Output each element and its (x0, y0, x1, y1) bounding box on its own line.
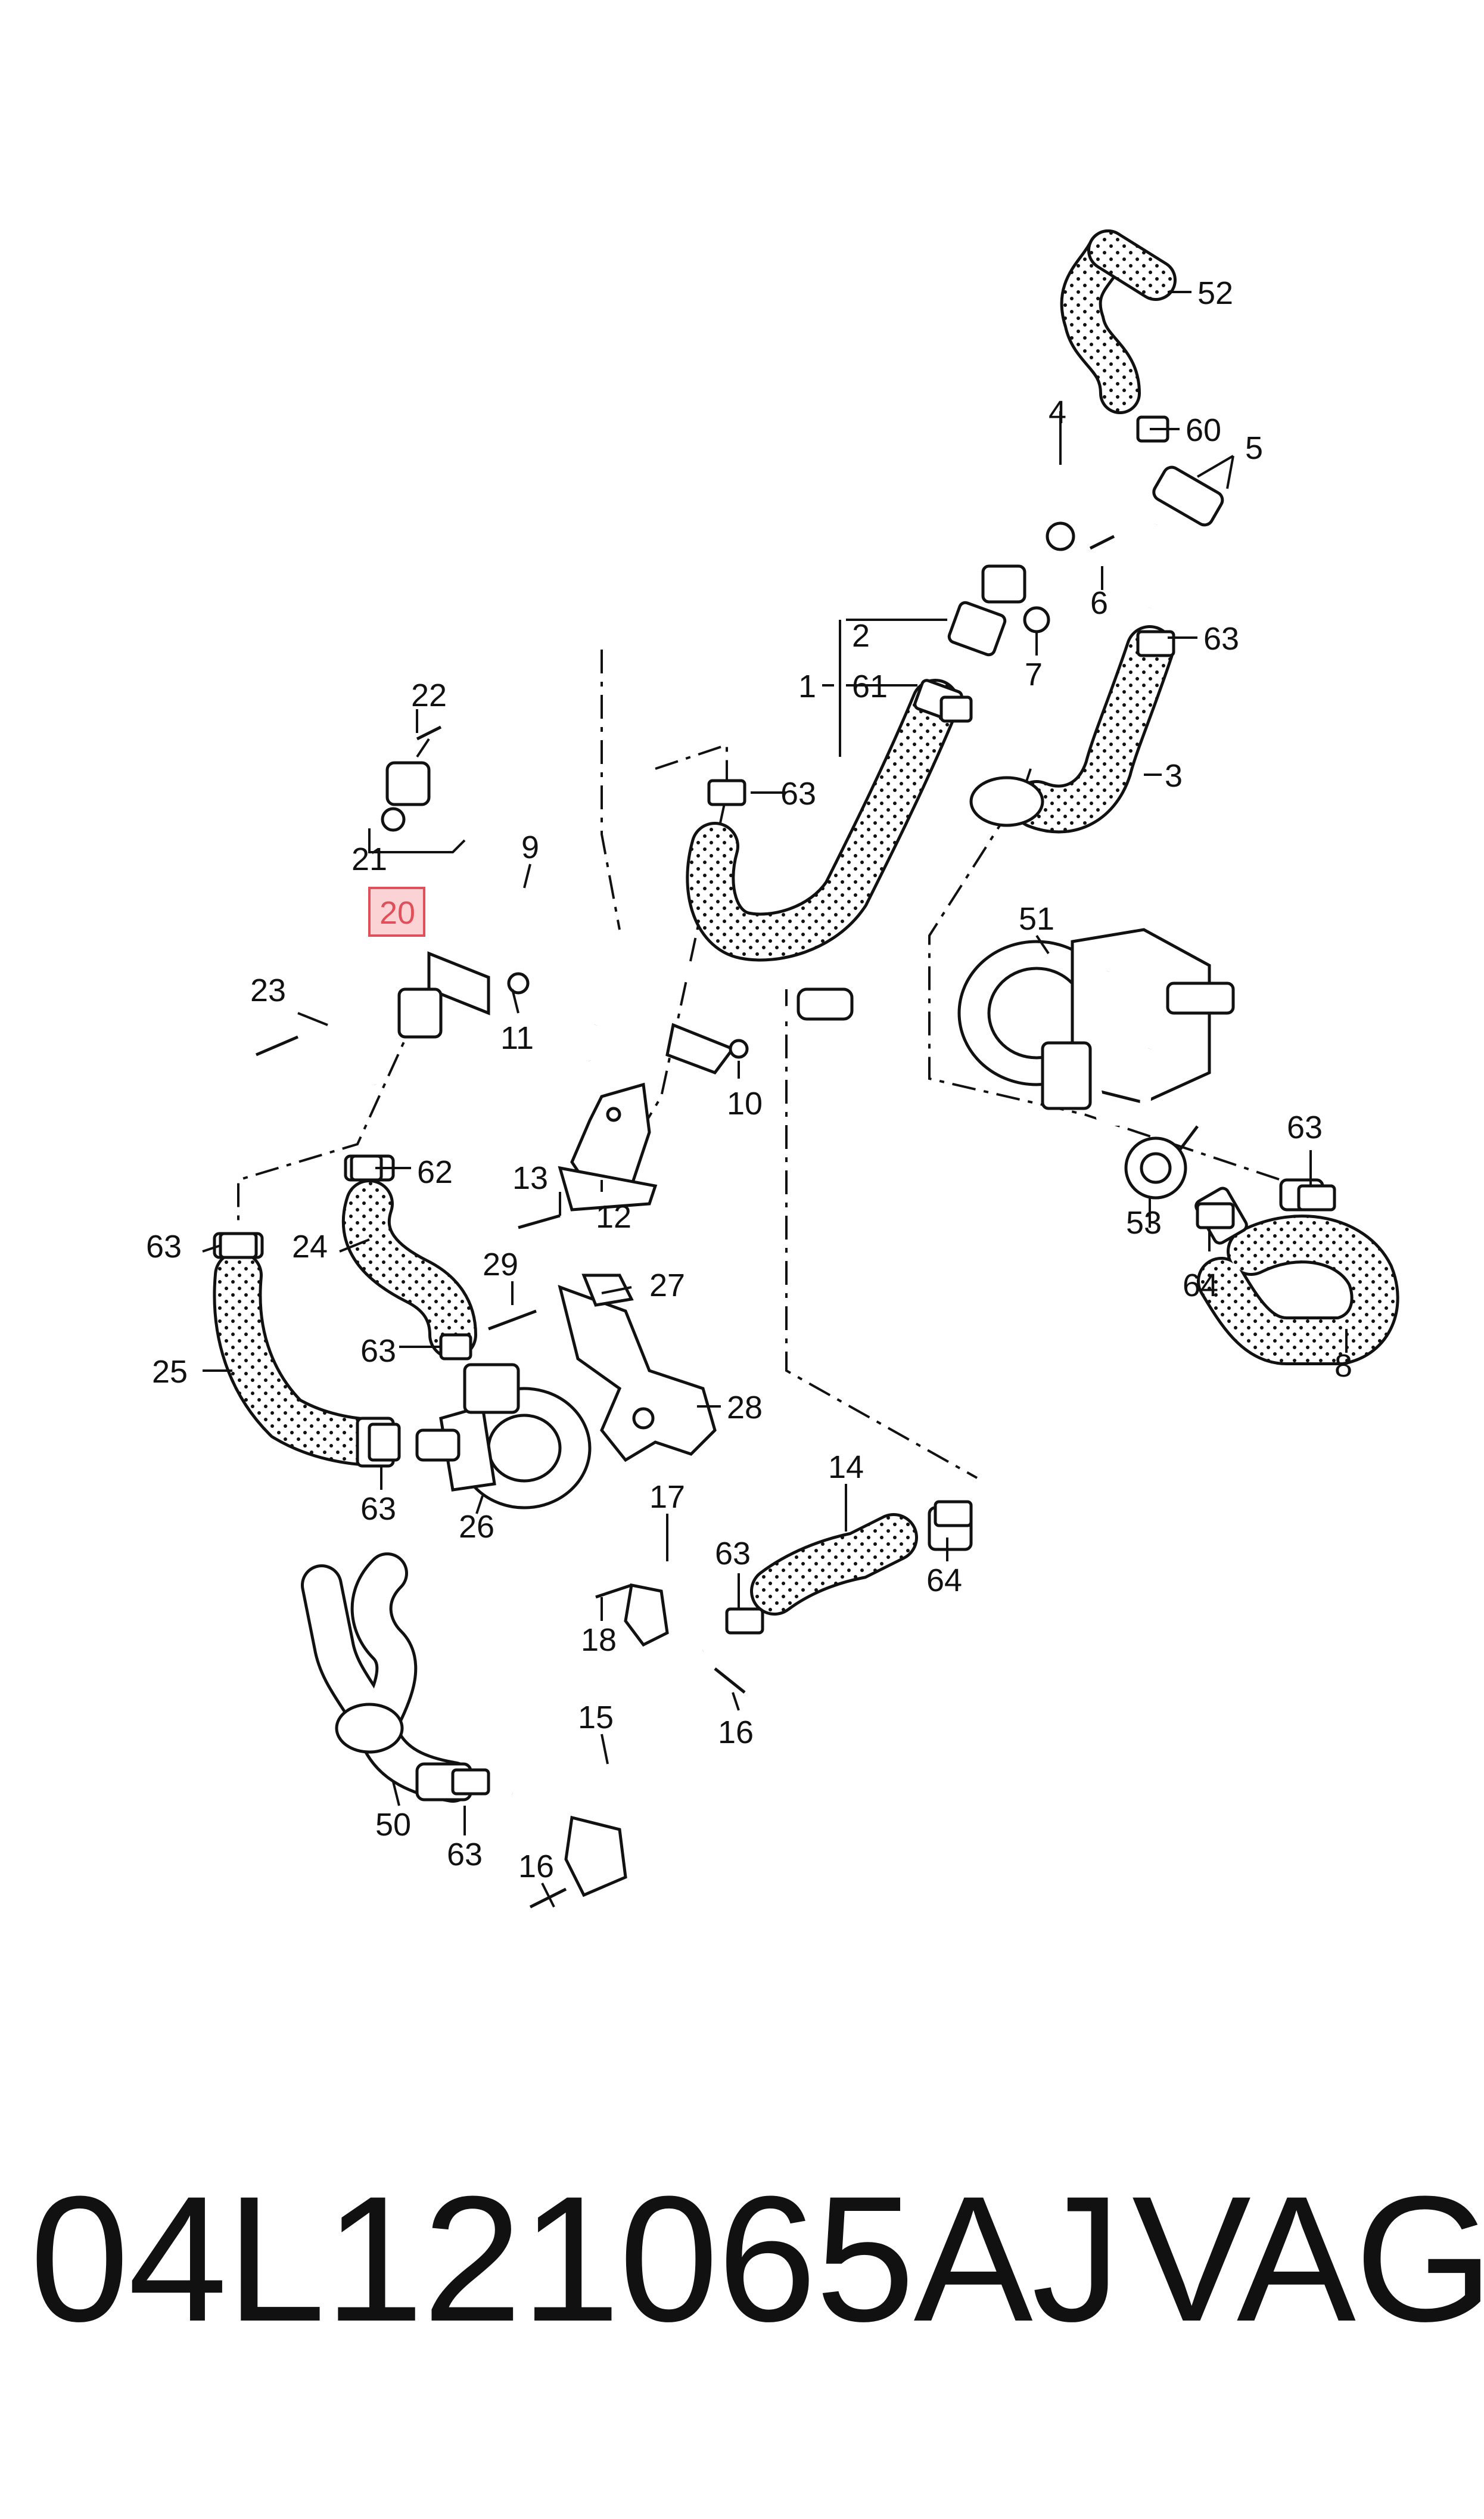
pipe-9 (397, 888, 854, 1074)
callout-13[interactable]: 13 (512, 1160, 548, 1196)
callout-25[interactable]: 25 (152, 1354, 188, 1390)
callout-64b[interactable]: 64 (926, 1563, 962, 1598)
callout-64a[interactable]: 64 (1183, 1268, 1218, 1303)
callout-63e[interactable]: 63 (360, 1333, 396, 1369)
callout-26[interactable]: 26 (459, 1509, 494, 1545)
callout-60[interactable]: 60 (1186, 412, 1221, 448)
pipe-15 (511, 1583, 706, 1897)
callout-6[interactable]: 6 (1090, 585, 1108, 621)
callout-63c[interactable]: 63 (1287, 1110, 1323, 1145)
callout-63f[interactable]: 63 (360, 1491, 396, 1527)
callout-22[interactable]: 22 (411, 678, 447, 713)
callouts: 52 60 4 5 6 7 63 3 2 1 61 63 22 21 20 9 … (146, 275, 1352, 1884)
callout-8[interactable]: 8 (1334, 1348, 1352, 1384)
callout-61[interactable]: 61 (852, 669, 888, 704)
callout-24[interactable]: 24 (292, 1229, 328, 1265)
hose-52 (1060, 229, 1177, 414)
pump-26 (415, 1363, 592, 1509)
brand-name: VAG (1132, 2158, 1484, 2359)
clamps (219, 415, 1336, 1796)
callout-21[interactable]: 21 (351, 841, 387, 877)
callout-20[interactable]: 20 (379, 895, 415, 931)
callout-63b[interactable]: 63 (780, 776, 816, 812)
callout-62[interactable]: 62 (417, 1154, 453, 1190)
item-53 (1124, 1125, 1199, 1200)
callout-27[interactable]: 27 (649, 1268, 685, 1303)
callout-53[interactable]: 53 (1126, 1205, 1162, 1241)
callout-5[interactable]: 5 (1245, 430, 1263, 466)
callout-63d[interactable]: 63 (146, 1229, 182, 1265)
part-number: 04L121065AJ (30, 2158, 1121, 2359)
callout-63g[interactable]: 63 (715, 1536, 751, 1571)
callout-23[interactable]: 23 (250, 973, 286, 1008)
callout-12[interactable]: 12 (596, 1199, 631, 1235)
callout-17[interactable]: 17 (649, 1479, 685, 1515)
highlight-box-20 (368, 887, 425, 937)
callout-28[interactable]: 28 (727, 1390, 763, 1425)
callout-7[interactable]: 7 (1025, 657, 1043, 692)
hose-3 (969, 625, 1174, 834)
callout-50[interactable]: 50 (375, 1807, 411, 1843)
callout-4[interactable]: 4 (1049, 395, 1066, 430)
callout-11[interactable]: 11 (500, 1020, 534, 1056)
callout-15[interactable]: 15 (578, 1700, 614, 1735)
pipe-left-loop (291, 681, 431, 1086)
bolts (256, 535, 1115, 1909)
callout-2[interactable]: 2 (852, 618, 870, 654)
callout-63h[interactable]: 63 (447, 1837, 483, 1872)
callout-16b[interactable]: 16 (518, 1849, 554, 1884)
bracket-28 (558, 1274, 717, 1462)
leader-lines (202, 291, 1348, 1908)
callout-29[interactable]: 29 (483, 1247, 518, 1282)
callout-63a[interactable]: 63 (1203, 621, 1239, 657)
hose-50 (301, 1552, 474, 1803)
callout-14[interactable]: 14 (828, 1449, 864, 1485)
callout-52[interactable]: 52 (1197, 275, 1233, 311)
callout-18[interactable]: 18 (581, 1622, 617, 1658)
callout-3[interactable]: 3 (1165, 758, 1183, 794)
pump-51 (957, 928, 1235, 1126)
pipe-4 (981, 459, 1224, 608)
callout-51[interactable]: 51 (1019, 901, 1054, 937)
callout-10[interactable]: 10 (727, 1086, 763, 1122)
bracket-12 (558, 1082, 658, 1212)
callout-1[interactable]: 1 (798, 669, 816, 704)
callout-16a[interactable]: 16 (718, 1714, 754, 1750)
callout-9[interactable]: 9 (521, 830, 539, 865)
